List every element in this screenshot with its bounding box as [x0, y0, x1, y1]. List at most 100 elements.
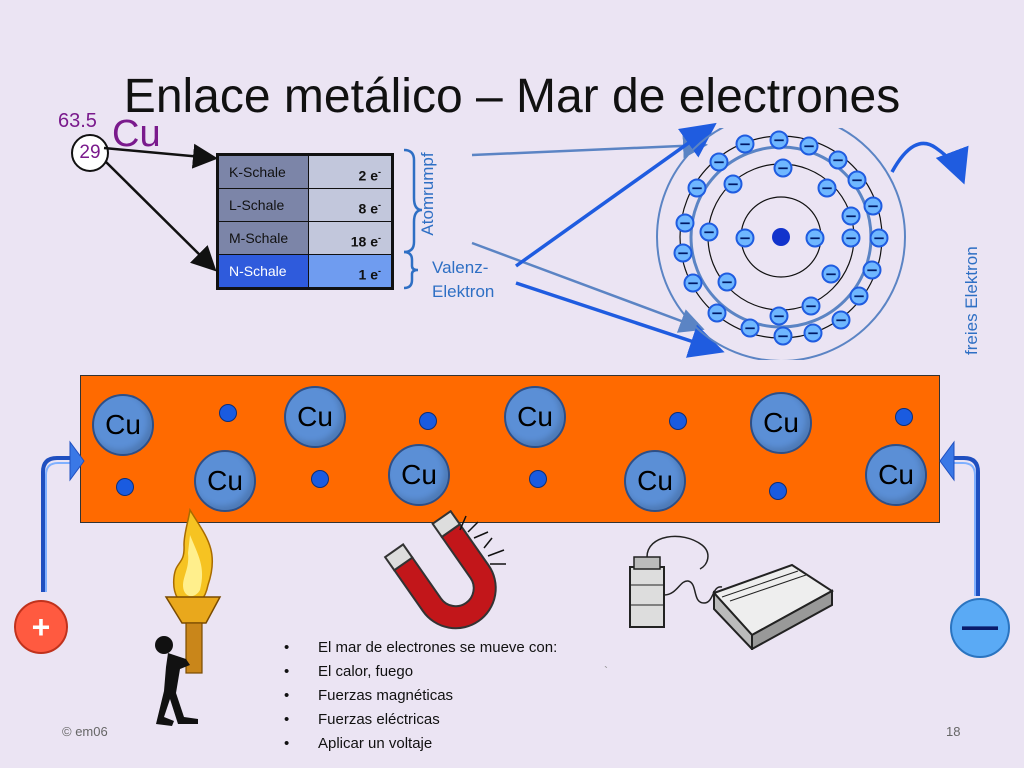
electron-orbit-diagram: −−−−−−−−−−−−−−−−−−−−−−−−−−−−−−−: [656, 128, 906, 360]
electron-icon: −: [817, 178, 837, 198]
svg-text:−: −: [711, 304, 724, 322]
svg-text:−: −: [691, 179, 704, 197]
copper-ion: Cu: [284, 386, 346, 448]
magnet-icon: [383, 510, 506, 630]
shell-row-n: N-Schale 1 e-: [219, 255, 391, 287]
electron-icon: −: [803, 323, 823, 343]
shell-row-k: K-Schale 2 e-: [219, 156, 391, 189]
electron-icon: −: [723, 174, 743, 194]
electron-icon: −: [862, 260, 882, 280]
svg-text:−: −: [687, 274, 700, 292]
svg-text:−: −: [744, 319, 757, 337]
svg-text:−: −: [677, 244, 690, 262]
electron-icon: −: [773, 158, 793, 178]
electron-icon: −: [707, 303, 727, 323]
electron-icon: −: [805, 228, 825, 248]
electron-icon: −: [735, 228, 755, 248]
electron-icon: −: [675, 213, 695, 233]
svg-text:−: −: [727, 175, 740, 193]
svg-text:−: −: [832, 151, 845, 169]
nucleus: [772, 228, 790, 246]
atomic-number-badge: 29: [71, 134, 109, 172]
negative-terminal: —: [950, 598, 1010, 658]
svg-text:−: −: [845, 229, 858, 247]
footer-copyright: © em06: [62, 724, 108, 739]
electron-icon: −: [699, 222, 719, 242]
stray-mark: `: [604, 664, 608, 678]
electron-icon: −: [673, 243, 693, 263]
atomrumpf-label: Atomrumpf: [418, 152, 437, 236]
free-electron: [529, 470, 547, 488]
shell-name: L-Schale: [219, 189, 309, 221]
shell-count: 18 e-: [309, 222, 391, 254]
list-item: Fuerzas eléctricas: [280, 708, 557, 732]
svg-text:−: −: [703, 223, 716, 241]
svg-text:−: −: [803, 137, 816, 155]
positive-terminal: +: [14, 600, 68, 654]
electron-icon: −: [821, 264, 841, 284]
torch-icon: [155, 507, 222, 726]
electron-icon: −: [801, 296, 821, 316]
copper-ion: Cu: [194, 450, 256, 512]
electric-device-icon: [629, 535, 834, 650]
electron-icon: −: [769, 130, 789, 150]
svg-text:−: −: [853, 287, 866, 305]
free-electron: [419, 412, 437, 430]
shell-row-l: L-Schale 8 e-: [219, 189, 391, 222]
svg-text:−: −: [713, 153, 726, 171]
shell-name: K-Schale: [219, 156, 309, 188]
svg-text:−: −: [835, 311, 848, 329]
electron-icon: −: [683, 273, 703, 293]
freies-elektron-label: freies Elektron: [962, 246, 981, 355]
shell-name: N-Schale: [219, 255, 309, 287]
svg-text:−: −: [845, 207, 858, 225]
svg-text:−: −: [807, 324, 820, 342]
svg-text:−: −: [679, 214, 692, 232]
list-item: Aplicar un voltaje: [280, 732, 557, 756]
electron-icon: −: [828, 150, 848, 170]
electron-icon: −: [849, 286, 869, 306]
svg-text:−: −: [773, 131, 786, 149]
stick-figure-icon: [155, 636, 198, 726]
current-arrows: [41, 440, 980, 596]
copper-ion: Cu: [750, 392, 812, 454]
copper-ion: Cu: [624, 450, 686, 512]
svg-text:−: −: [721, 273, 734, 291]
electron-shell-table: K-Schale 2 e- L-Schale 8 e- M-Schale 18 …: [216, 153, 394, 290]
svg-text:−: −: [866, 261, 879, 279]
svg-text:−: −: [809, 229, 822, 247]
electron-icon: −: [717, 272, 737, 292]
free-electron: [116, 478, 134, 496]
electron-icon: −: [841, 228, 861, 248]
svg-text:−: −: [805, 297, 818, 315]
electron-icon: −: [709, 152, 729, 172]
shell-name: M-Schale: [219, 222, 309, 254]
copper-ion: Cu: [504, 386, 566, 448]
electron-icon: −: [847, 170, 867, 190]
copper-ion: Cu: [92, 394, 154, 456]
electron-icon: −: [687, 178, 707, 198]
list-item: El mar de electrones se mueve con:: [280, 636, 557, 660]
atomic-mass: 63.5: [58, 110, 97, 132]
svg-text:−: −: [825, 265, 838, 283]
svg-text:−: −: [777, 327, 790, 345]
free-electron: [311, 470, 329, 488]
electron-icon: −: [735, 134, 755, 154]
electron-icon: −: [799, 136, 819, 156]
electron-icon: −: [863, 196, 883, 216]
free-electron: [669, 412, 687, 430]
svg-text:−: −: [777, 159, 790, 177]
electron-icon: −: [831, 310, 851, 330]
list-item: El calor, fuego: [280, 660, 557, 684]
svg-text:−: −: [821, 179, 834, 197]
shell-count: 2 e-: [309, 156, 391, 188]
shell-count: 8 e-: [309, 189, 391, 221]
bullet-list: El mar de electrones se mueve con: El ca…: [280, 636, 557, 756]
valenz-label: Valenz-Elektron: [432, 258, 495, 301]
electron-icon: −: [841, 206, 861, 226]
list-item: Fuerzas magnéticas: [280, 684, 557, 708]
electron-icon: −: [769, 306, 789, 326]
free-electron: [895, 408, 913, 426]
